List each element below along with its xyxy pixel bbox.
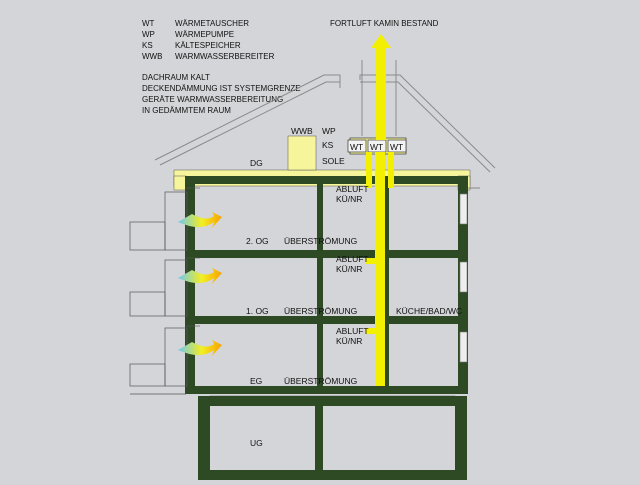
equipment bbox=[347, 137, 407, 155]
legend-text-wwb: WARMWASSERBEREITER bbox=[175, 52, 275, 61]
airflow-arrow-2og bbox=[178, 212, 222, 228]
equipment-labels: WWB WP KS SOLE WT WT WT bbox=[291, 126, 403, 166]
wet-rooms-label: KÜCHE/BAD/WC bbox=[396, 306, 462, 316]
window-right-2og bbox=[459, 193, 468, 225]
eave-insulation-left bbox=[173, 175, 187, 191]
legend-abbr-wp: WP bbox=[142, 30, 155, 39]
slab-eg bbox=[195, 386, 458, 394]
overflow-label-eg: ÜBERSTRÖMUNG bbox=[284, 376, 357, 386]
balcony-2og bbox=[129, 221, 166, 251]
balcony-door-1og bbox=[164, 259, 188, 317]
roof-left-inner bbox=[159, 81, 340, 166]
wt-box-1 bbox=[347, 139, 367, 153]
floor-label-ug: UG bbox=[250, 438, 263, 448]
label-wt-1: WT bbox=[350, 142, 363, 152]
basement-right-wall bbox=[455, 396, 467, 476]
roof-outline bbox=[154, 74, 496, 173]
balcony-1og bbox=[129, 291, 166, 317]
floor-label-2og: 2. OG bbox=[246, 236, 269, 246]
branch-1og bbox=[366, 328, 378, 334]
ducts bbox=[366, 34, 394, 386]
legend-abbr-wt: WT bbox=[142, 19, 155, 28]
balconies-left bbox=[129, 191, 188, 395]
window-right-eg bbox=[459, 331, 468, 363]
overflow-label-1og: ÜBERSTRÖMUNG bbox=[284, 306, 357, 316]
exhaust-riser-main bbox=[375, 152, 385, 386]
supply-air-arrows bbox=[178, 212, 222, 356]
floor-label-eg: EG bbox=[250, 376, 262, 386]
balcony-eg bbox=[129, 363, 166, 387]
legend: WT WÄRMETAUSCHER WP WÄRMEPUMPE KS KÄLTES… bbox=[142, 19, 275, 61]
legend-abbr-ks: KS bbox=[142, 41, 153, 50]
legend-text-ks: KÄLTESPEICHER bbox=[175, 41, 241, 50]
overflow-label-2og: ÜBERSTRÖMUNG bbox=[284, 236, 357, 246]
riser-branch-2 bbox=[388, 152, 394, 188]
floor-label-1og: 1. OG bbox=[246, 306, 269, 316]
basement-interior bbox=[210, 406, 455, 470]
floor-label-dg: DG bbox=[250, 158, 263, 168]
slab-2og bbox=[195, 250, 458, 258]
shaft-wall bbox=[383, 184, 389, 386]
basement-ceiling bbox=[198, 396, 467, 406]
airflow-arrow-1og bbox=[178, 268, 222, 284]
basement-left-wall bbox=[198, 396, 210, 476]
window-right-1og bbox=[459, 261, 468, 293]
label-ks: KS bbox=[322, 140, 334, 150]
exhaust-label-1og-2: KÜ/NR bbox=[336, 336, 362, 346]
exhaust-duct-top bbox=[376, 46, 386, 140]
exhaust-label-1og-1: ABLUFT bbox=[336, 326, 369, 336]
basement-floor bbox=[198, 470, 467, 480]
roof-right-inner bbox=[360, 81, 491, 173]
note-line-2: DECKENDÄMMUNG IST SYSTEMGRENZE bbox=[142, 84, 301, 93]
wt-box-3 bbox=[387, 139, 407, 153]
left-outer-wall bbox=[185, 176, 195, 394]
label-wp: WP bbox=[322, 126, 336, 136]
exhaust-arrow bbox=[371, 34, 391, 48]
riser-branch-1 bbox=[366, 152, 372, 188]
label-sole: SOLE bbox=[322, 156, 345, 166]
exhaust-label-dg-1: ABLUFT bbox=[336, 184, 369, 194]
floor-labels: DG 2. OG 1. OG EG UG bbox=[246, 158, 269, 448]
note-line-3: GERÄTE WARMWASSERBEREITUNG bbox=[142, 95, 283, 104]
windows-right bbox=[459, 193, 468, 363]
interior-wall bbox=[317, 184, 323, 386]
exhaust-chimney-label: FORTLUFT KAMIN BESTAND bbox=[330, 19, 439, 28]
wwb-insulated-room bbox=[287, 135, 317, 171]
exhaust-label-dg-2: KÜ/NR bbox=[336, 194, 362, 204]
legend-text-wp: WÄRMEPUMPE bbox=[175, 30, 234, 39]
branch-2og bbox=[366, 258, 378, 264]
label-wwb: WWB bbox=[291, 126, 313, 136]
note-line-4: IN GEDÄMMTEM RAUM bbox=[142, 106, 231, 115]
basement-inner-wall bbox=[315, 402, 323, 476]
legend-abbr-wwb: WWB bbox=[142, 52, 162, 61]
legend-text-wt: WÄRMETAUSCHER bbox=[175, 19, 249, 28]
note-line-1: DACHRAUM KALT bbox=[142, 73, 210, 82]
outlet-markers bbox=[186, 187, 480, 327]
airflow-arrow-eg bbox=[178, 340, 222, 356]
flow-labels: ÜBERSTRÖMUNG ÜBERSTRÖMUNG ÜBERSTRÖMUNG A… bbox=[284, 184, 462, 386]
exhaust-label-2og-1: ABLUFT bbox=[336, 254, 369, 264]
system-notes: DACHRAUM KALT DECKENDÄMMUNG IST SYSTEMGR… bbox=[142, 73, 301, 115]
label-wt-3: WT bbox=[390, 142, 403, 152]
attic-slab bbox=[185, 176, 468, 184]
balcony-door-eg bbox=[164, 327, 188, 387]
exhaust-label-2og-2: KÜ/NR bbox=[336, 264, 362, 274]
slab-1og bbox=[195, 316, 458, 324]
label-wt-2: WT bbox=[370, 142, 383, 152]
chimney bbox=[361, 60, 397, 136]
